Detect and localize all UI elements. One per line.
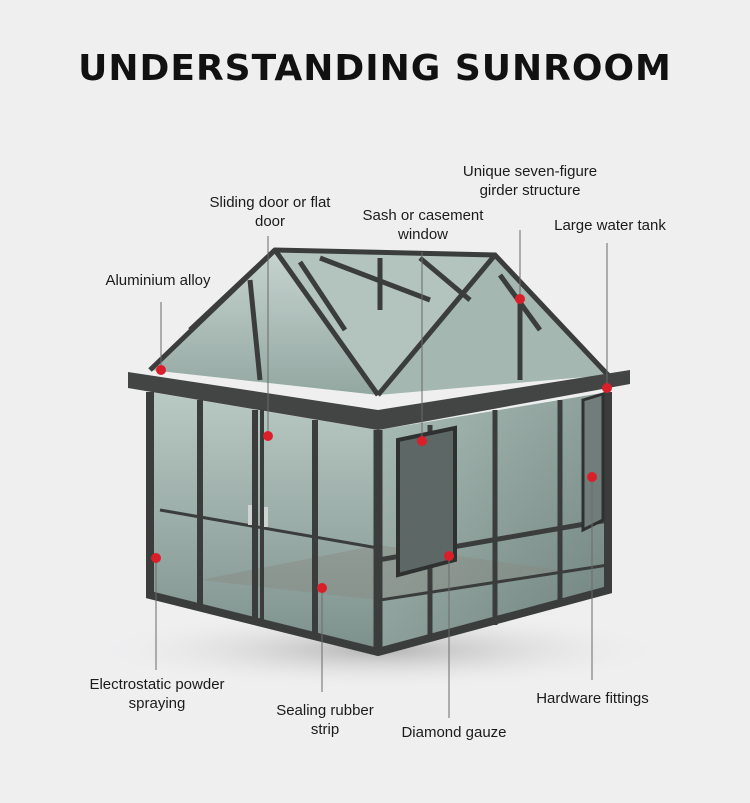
- label-sealing-strip: Sealing rubber strip: [276, 702, 374, 738]
- marker-sash-window: [417, 436, 427, 446]
- eave-cornice: [128, 370, 630, 430]
- roof-left: [150, 250, 378, 395]
- roof-frame: [148, 247, 610, 397]
- hardware-sash: [581, 391, 605, 533]
- label-aluminium-alloy: Aluminium alloy: [105, 272, 211, 289]
- label-diamond-gauze: Diamond gauze: [401, 724, 507, 741]
- label-electrostatic: Electrostatic powder spraying: [89, 676, 225, 712]
- label-sash-window: Sash or casement window: [362, 207, 484, 243]
- wall-frame: [146, 392, 612, 657]
- label-sliding-door: Sliding door or flat door: [209, 194, 331, 230]
- marker-sliding-door: [263, 431, 273, 441]
- casement-sash: [396, 425, 457, 578]
- door-handle-right: [264, 507, 268, 527]
- label-water-tank: Large water tank: [554, 217, 666, 234]
- label-hardware-fittings: Hardware fittings: [536, 690, 649, 707]
- marker-diamond-gauze: [444, 551, 454, 561]
- marker-girder: [515, 294, 525, 304]
- marker-electrostatic: [151, 553, 161, 563]
- marker-hardware: [587, 472, 597, 482]
- marker-water-tank: [602, 383, 612, 393]
- label-girder-structure: Unique seven-figure girder structure: [462, 163, 598, 199]
- page-title: UNDERSTANDING SUNROOM: [78, 48, 672, 89]
- leader-lines: [155, 230, 608, 718]
- marker-aluminium-alloy: [156, 365, 166, 375]
- roof-right: [378, 255, 608, 395]
- roof-top: [275, 250, 495, 395]
- marker-sealing-strip: [317, 583, 327, 593]
- marker-dots: [151, 294, 612, 593]
- door-handle-left: [248, 505, 252, 525]
